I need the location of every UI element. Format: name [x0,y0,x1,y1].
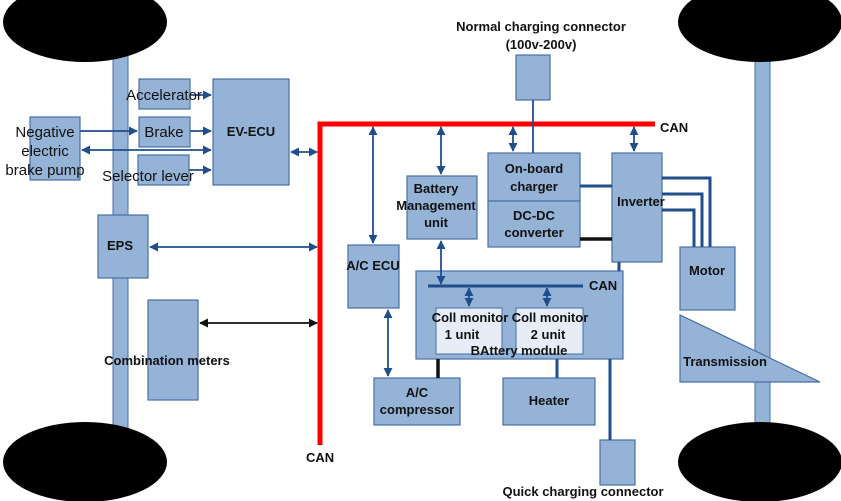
bmu-label-2: Management [396,198,476,213]
charger-label-1: On-board [505,161,564,176]
can-label-bottom: CAN [306,450,334,465]
can-bus [317,121,655,445]
ev-ecu-label: EV-ECU [227,124,275,139]
combination-meters-box [147,299,199,401]
transmission-label: Transmission [683,354,767,369]
motor-box [679,246,736,311]
pump-label-1: Negative [15,124,74,141]
pump-label-2: electric [21,143,69,160]
bmu-label-1: Battery [414,181,460,196]
cell-monitor-2-box [515,307,584,355]
selector-lever-label: Selector lever [102,168,194,185]
wheel-front-right [678,0,841,62]
wheel-rear-left [3,422,167,501]
motor-line-2 [662,192,704,247]
motor-label: Motor [689,263,725,278]
normal-charging-label-1: Normal charging connector [456,19,626,34]
wheel-rear-right [678,422,841,501]
can-label-battery: CAN [589,278,617,293]
inverter-box [611,152,663,263]
ac-ecu-box [347,244,400,309]
eps-box [97,214,149,279]
normal-charging-label-2: (100v-200v) [506,37,577,52]
onboard-charger-box [487,152,581,202]
battery-module-label: BAttery module [471,343,568,358]
cell-monitor-1-label-2: 1 unit [445,327,480,342]
bmu-label-3: unit [424,215,448,230]
pump-label-3: brake pump [5,162,84,179]
ac-compressor-box [373,377,461,426]
charger-label-2: charger [510,179,558,194]
heater-label: Heater [529,393,569,408]
cell-monitor-2-label-1: Coll monitor [512,310,589,325]
ev-ecu-box [212,78,290,186]
dcdc-label-1: DC-DC [513,208,555,223]
brake-label: Brake [144,124,183,141]
ac-compressor-label-1: A/C [406,385,429,400]
cell-monitor-1-label-1: Coll monitor [432,310,509,325]
negative-pump-box [29,116,81,181]
ac-compressor-label-2: compressor [380,402,454,417]
quick-charging-label: Quick charging connector [502,484,663,499]
combination-meters-label: Combination meters [104,353,230,368]
cell-monitor-2-label-2: 2 unit [531,327,566,342]
wheel-front-left [3,0,167,62]
accelerator-box [138,78,191,110]
normal-charging-connector-box [515,54,551,101]
dcdc-converter-box [487,200,581,248]
bmu-box [406,175,478,240]
transmission-shape [679,314,821,383]
can-label-top: CAN [660,120,688,135]
cell-monitor-1-box [435,307,503,355]
eps-label: EPS [107,238,133,253]
heater-box [502,377,596,426]
motor-line-3 [662,208,696,247]
quick-charging-connector-box [599,439,636,486]
dcdc-label-2: converter [504,225,563,240]
inverter-label: Inverter [617,194,665,209]
ac-ecu-label: A/C ECU [346,258,399,273]
motor-line-1 [662,176,712,247]
accelerator-label: Accelerator [126,87,202,104]
